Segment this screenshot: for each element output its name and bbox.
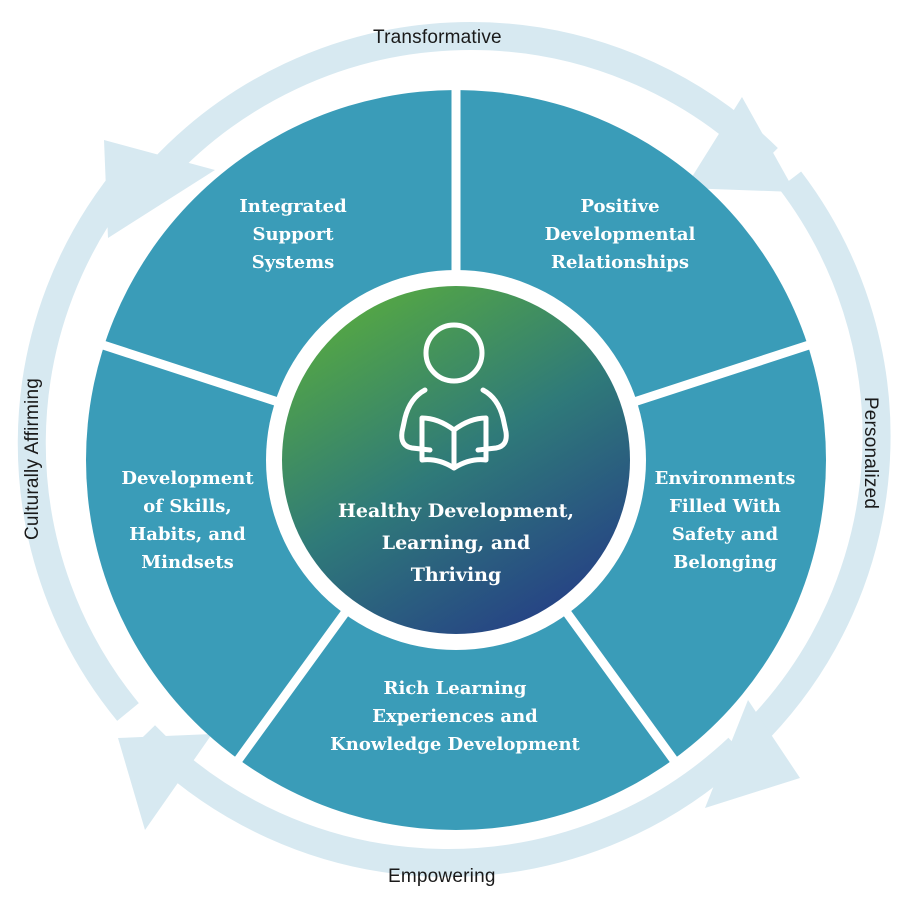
label-personalized: Personalized [860, 396, 882, 510]
segment-positive-developmental-relationships: Positive Developmental Relationships [544, 196, 696, 273]
ring-arc-right [749, 171, 891, 738]
segment-environments-safety-belonging: Environments Filled With Safety and Belo… [654, 468, 796, 573]
arrowhead-top-left-icon [104, 140, 215, 238]
ring-arc-left [17, 160, 143, 721]
label-empowering: Empowering [388, 866, 496, 887]
person-reading-icon [399, 322, 509, 471]
segment-rich-learning-experiences: Rich Learning Experiences and Knowledge … [330, 678, 580, 755]
arrowhead-bottom-left-icon [118, 734, 212, 830]
ring-arc-bottom [134, 725, 748, 877]
outer-cycle-ring [17, 22, 891, 877]
ring-arc-top [149, 22, 778, 182]
segment-development-skills-habits-mindsets: Development of Skills, Habits, and Minds… [121, 468, 254, 573]
label-culturally-affirming: Culturally Affirming [22, 377, 44, 541]
center-title: Healthy Development, Learning, and Thriv… [337, 500, 575, 586]
arrowhead-bottom-right-icon [705, 700, 800, 808]
arrowhead-top-right-icon [685, 97, 795, 192]
segment-integrated-support-systems: Integrated Support Systems [239, 196, 347, 273]
label-transformative: Transformative [373, 27, 502, 48]
outer-cycle-arrows [104, 97, 800, 830]
